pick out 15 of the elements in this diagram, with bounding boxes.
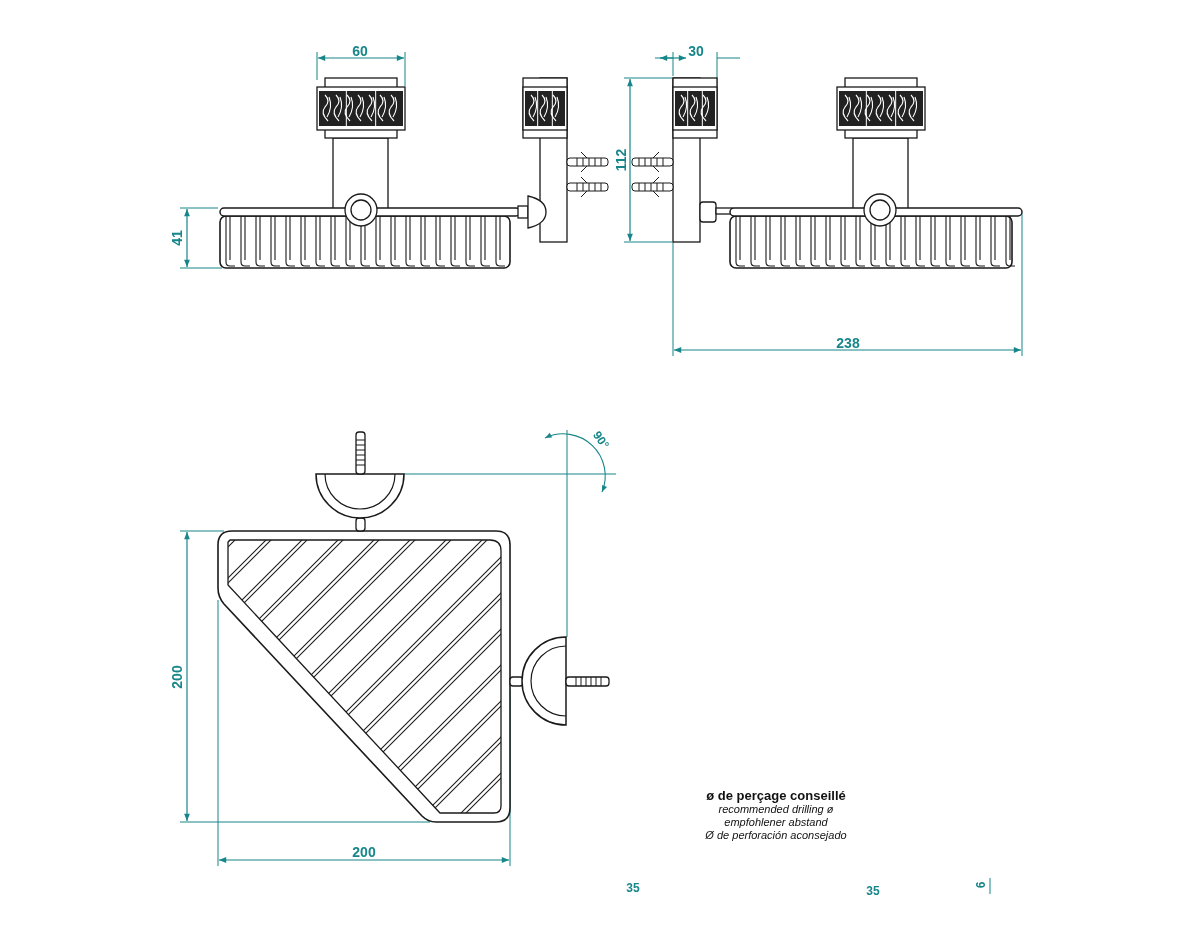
dimension-value: 30 [688, 44, 704, 58]
dimension-value: 35 [866, 885, 880, 897]
note-heading: ø de perçage conseillé [706, 788, 846, 802]
dimension-value: 60 [352, 44, 368, 58]
dimension-value: 200 [352, 845, 376, 859]
dimension-value: 238 [836, 336, 860, 350]
note-text: recommended drilling ø [718, 803, 834, 815]
dimension-value: 41 [170, 230, 184, 246]
dimension-value: 200 [170, 665, 184, 689]
dimension-value: 35 [626, 882, 640, 894]
dimension-value: 6 [975, 881, 987, 889]
angle-value: 90° [590, 429, 612, 451]
note-text: empfohlener abstand [724, 816, 828, 828]
dimension-value: 112 [614, 148, 628, 172]
note-text: Ø de perforación aconsejado [705, 829, 847, 841]
